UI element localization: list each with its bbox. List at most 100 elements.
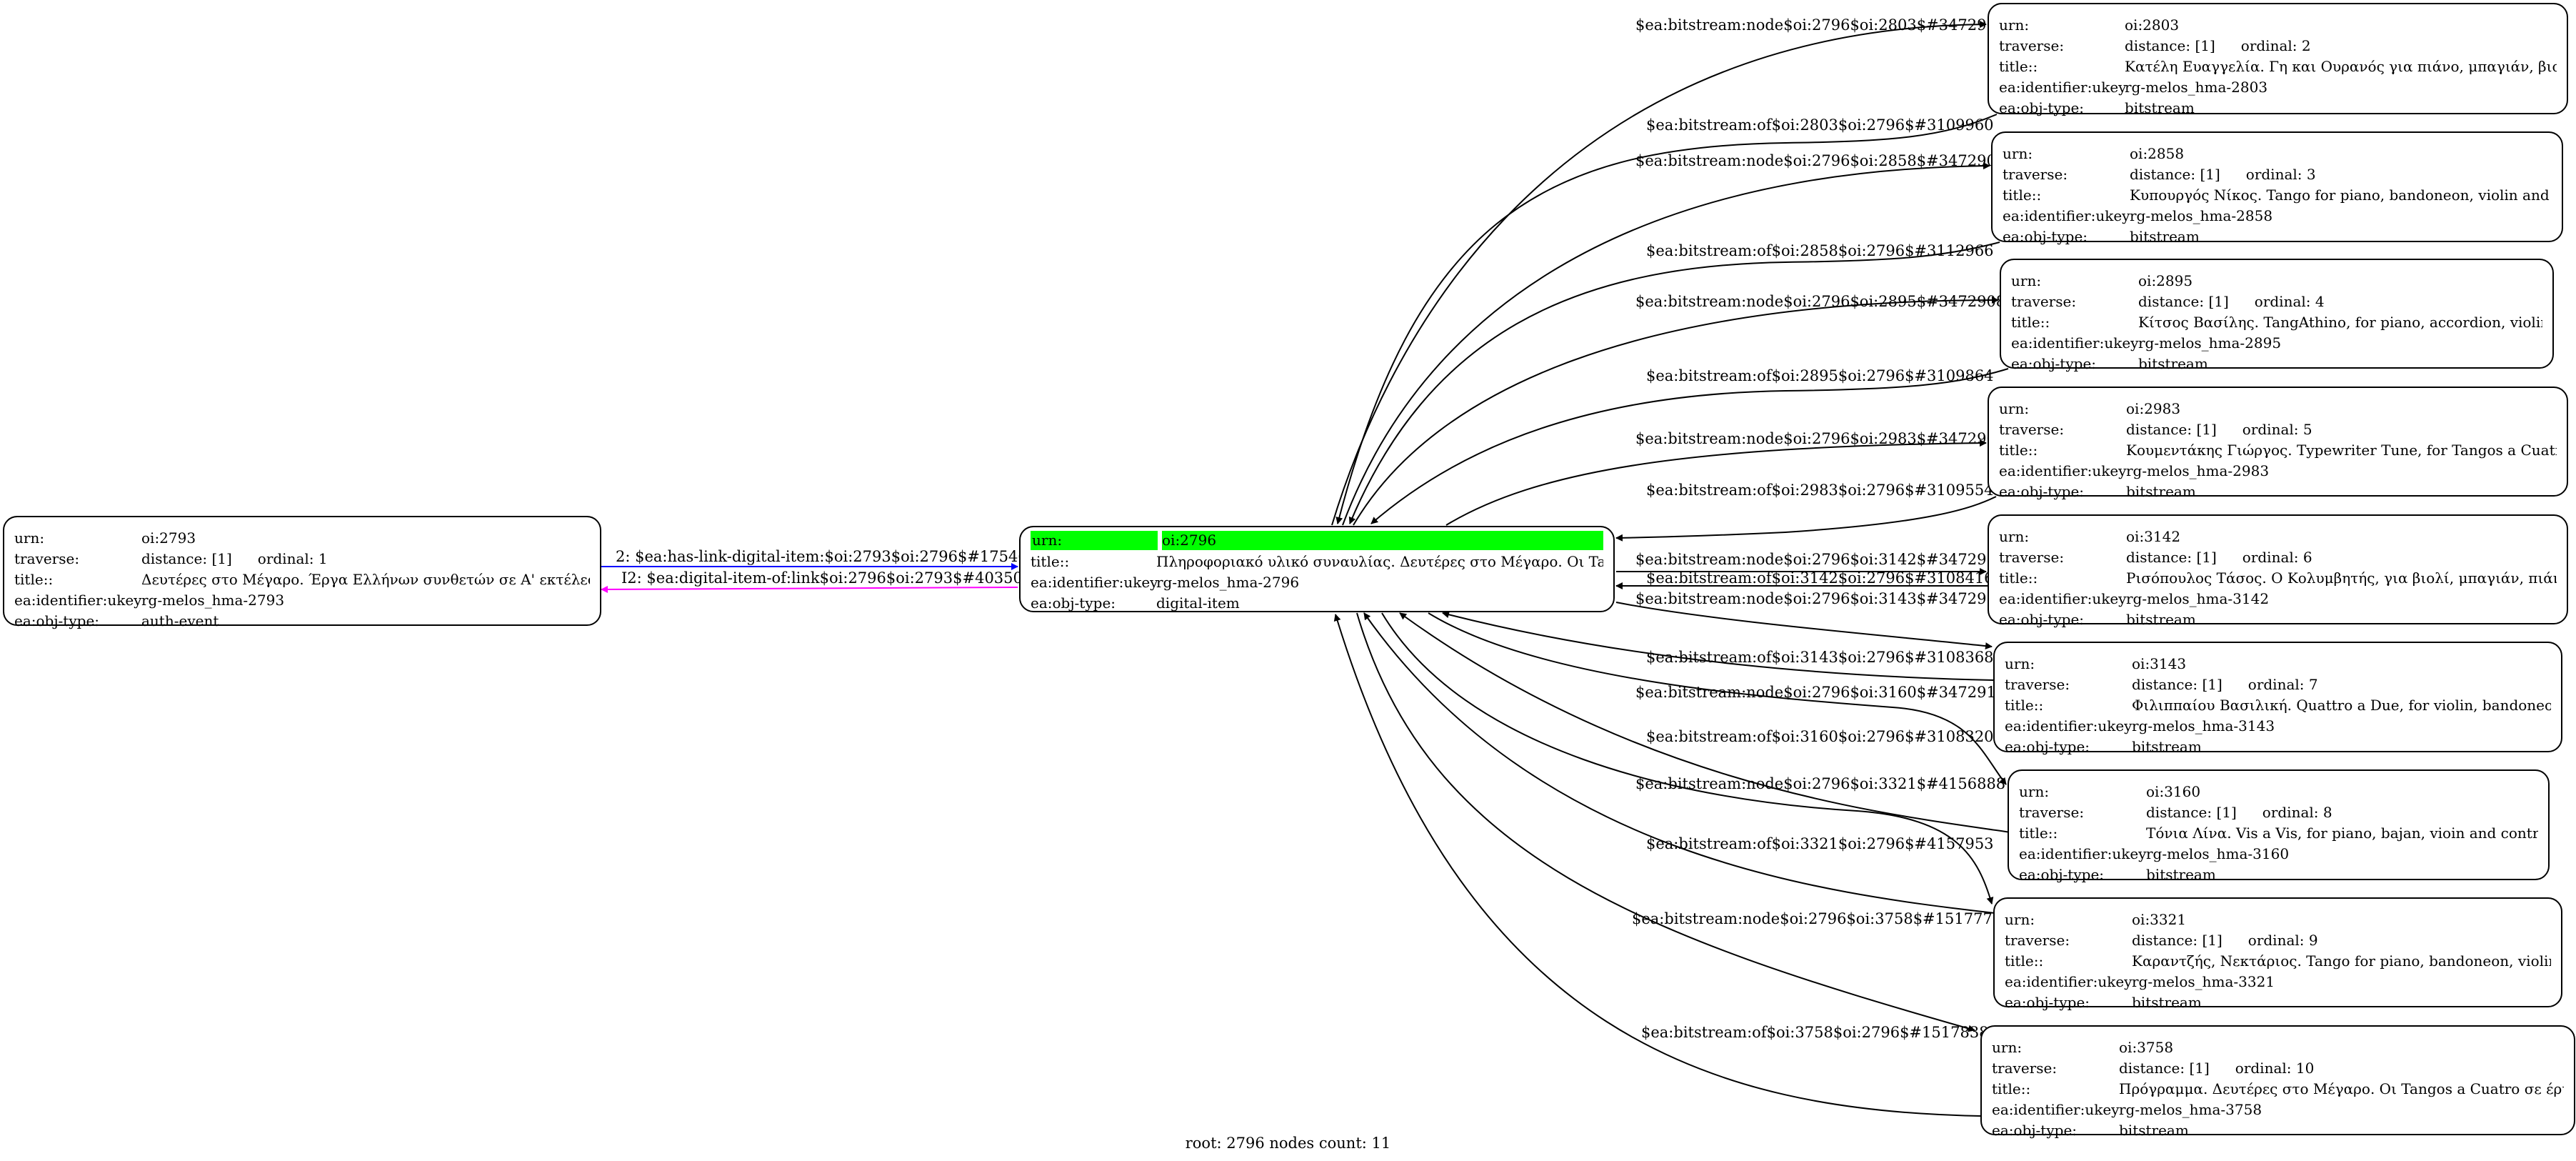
graph-node-oi-3142[interactable]: urn: oi:3142 traverse:distance: [1]ordinal… xyxy=(1988,514,2568,628)
node-objtype-row: ea:obj-type:bitstream xyxy=(1999,481,2557,502)
graph-edge-e18[interactable] xyxy=(1363,612,1995,914)
node-objtype-row: ea:obj-type:bitstream xyxy=(2005,992,2551,1012)
node-urn-row-key: urn: xyxy=(1999,399,2030,417)
node-ukey-row-key: ea:identifier:ukey xyxy=(2011,334,2139,352)
node-traverse-row-value: distance: [1]ordinal: 4 xyxy=(2138,293,2542,310)
graph-edge-e8[interactable] xyxy=(1370,368,2009,524)
node-urn-row: urn:oi:2803 xyxy=(1999,14,2557,35)
node-title-row: title::Κατέλη Ευαγγελία. Γη και Ουρανός … xyxy=(1999,56,2557,76)
graph-edge-e16[interactable] xyxy=(1399,612,2011,833)
node-ukey-row-key: ea:identifier:ukey xyxy=(1999,589,2127,607)
node-title-row-key: title:: xyxy=(1992,1080,2031,1097)
node-urn-row-key: urn: xyxy=(1992,1038,2023,1056)
edge-label-e14: $ea:bitstream:of$oi:3143$oi:2796$#310836… xyxy=(1646,649,1994,666)
node-distance: distance: [1] xyxy=(2130,165,2220,183)
graph-edge-e15[interactable] xyxy=(1428,612,2007,785)
graph-edge-e14[interactable] xyxy=(1442,611,1995,681)
node-objtype-row-key: ea:obj-type: xyxy=(2005,737,2090,755)
node-objtype-row-value: bitstream xyxy=(2126,482,2196,500)
node-objtype-row-key: ea:obj-type: xyxy=(14,612,100,629)
graph-edge-e9[interactable] xyxy=(1445,439,1987,526)
node-objtype-row-value: auth-event xyxy=(141,612,219,629)
node-title-row: title::Κυπουργός Νίκος. Tango for piano,… xyxy=(2003,184,2552,205)
edge-label-e11: $ea:bitstream:node$oi:2796$oi:3142$#3472… xyxy=(1635,551,2005,568)
node-traverse-row-key: traverse: xyxy=(1999,36,2065,54)
node-title-row-key: title:: xyxy=(14,570,54,588)
graph-edge-e19[interactable] xyxy=(1356,612,1975,1032)
node-objtype-row-value: bitstream xyxy=(2132,993,2202,1011)
node-objtype-row: ea:obj-type:bitstream xyxy=(2005,736,2551,757)
graph-edge-e17[interactable] xyxy=(1381,612,1994,905)
node-ukey-row-value: rg-melos_hma-3143 xyxy=(2132,717,2275,734)
graph-edge-e13[interactable] xyxy=(1615,602,1993,650)
graph-edge-e5[interactable] xyxy=(1342,162,1990,526)
node-urn-row: urn:oi:3143 xyxy=(2005,653,2551,674)
node-urn-row-key: urn: xyxy=(2005,910,2035,928)
node-ukey-row-value: rg-melos_hma-2858 xyxy=(2130,206,2273,224)
node-objtype-row-value: bitstream xyxy=(2138,354,2208,372)
graph-edge-e4[interactable] xyxy=(1335,114,1998,524)
node-urn-row-key: urn: xyxy=(1999,527,2030,545)
node-distance: distance: [1] xyxy=(2138,292,2229,310)
node-title-row-value: Κατέλη Ευαγγελία. Γη και Ουρανός για πιά… xyxy=(2125,57,2557,75)
node-urn-row-key: urn: xyxy=(1031,531,1158,550)
node-ordinal: ordinal: 2 xyxy=(2240,36,2311,54)
node-distance: distance: [1] xyxy=(141,549,232,567)
edge-label-e3: $ea:bitstream:node$oi:2796$oi:2803$#3472… xyxy=(1635,16,2005,34)
graph-edge-e7[interactable] xyxy=(1353,297,1999,526)
node-urn-row: urn:oi:2793 xyxy=(14,527,590,548)
edge-label-e10: $ea:bitstream:of$oi:2983$oi:2796$#310955… xyxy=(1646,482,1994,499)
node-traverse-row-value: distance: [1] ordinal: 9 xyxy=(2132,932,2551,949)
graph-edge-e10[interactable] xyxy=(1615,496,1997,542)
node-title-row-key: title:: xyxy=(2011,313,2050,331)
graph-edge-e20[interactable] xyxy=(1333,614,1981,1117)
node-objtype-row-key: ea:obj-type: xyxy=(1031,594,1116,612)
node-ukey-row-key: ea:identifier:ukey xyxy=(14,591,142,609)
node-title-row: title::Πληροφοριακό υλικό συναυλίας. Δευ… xyxy=(1031,551,1603,572)
graph-edge-e2[interactable] xyxy=(601,585,1018,593)
node-ukey-row-key: ea:identifier:ukey xyxy=(1992,1100,2120,1118)
node-objtype-row: ea:obj-type:bitstream xyxy=(1999,97,2557,118)
node-distance: distance: [1] xyxy=(2132,931,2222,949)
edge-label-e13: $ea:bitstream:node$oi:2796$oi:3143$#3472… xyxy=(1635,590,2005,607)
node-distance: distance: [1] xyxy=(2125,36,2215,54)
node-ordinal: ordinal: 8 xyxy=(2262,803,2332,821)
node-ordinal: ordinal: 1 xyxy=(257,549,328,567)
node-title-row-key: title:: xyxy=(1999,57,2038,75)
node-traverse-row-value: distance: [1]ordinal: 7 xyxy=(2132,676,2551,693)
node-traverse-row-value: distance: [1]ordinal: 6 xyxy=(2126,549,2557,566)
node-ukey-row-value: rg-melos_hma-2803 xyxy=(2125,78,2268,96)
node-objtype-row: ea:obj-type:bitstream xyxy=(2003,226,2552,246)
node-objtype-row-key: ea:obj-type: xyxy=(2019,865,2105,883)
node-urn-row-key: urn: xyxy=(2003,144,2033,162)
node-traverse-row-value: distance: [1]ordinal: 8 xyxy=(2146,804,2538,821)
node-objtype-row-value: bitstream xyxy=(2130,227,2200,245)
edge-label-e18: $ea:bitstream:of$oi:3321$oi:2796$#415795… xyxy=(1646,835,1994,852)
node-traverse-row: traverse:distance: [1]ordinal: 5 xyxy=(1999,419,2557,439)
node-objtype-row-value: bitstream xyxy=(2119,1121,2189,1139)
node-urn-row-value: oi:3758 xyxy=(2119,1038,2174,1056)
graph-edge-e3[interactable] xyxy=(1331,21,1987,526)
node-urn-row: urn: oi:3758 xyxy=(1992,1037,2564,1057)
node-urn-row-value: oi:3142 xyxy=(2126,527,2181,545)
node-ordinal: ordinal: 9 xyxy=(2247,931,2318,949)
node-objtype-row: ea:obj-type:bitstream xyxy=(1992,1120,2564,1140)
edge-label-e5: $ea:bitstream:node$oi:2796$oi:2858$#3472… xyxy=(1635,152,2005,169)
graph-edge-e6[interactable] xyxy=(1348,241,2000,524)
node-ukey-row-key: ea:identifier:ukey xyxy=(1999,462,2127,479)
edge-label-e20: $ea:bitstream:of$oi:3758$oi:2796$#151783… xyxy=(1641,1024,1998,1041)
node-traverse-row: traverse:distance: [1]ordinal: 6 xyxy=(1999,547,2557,567)
